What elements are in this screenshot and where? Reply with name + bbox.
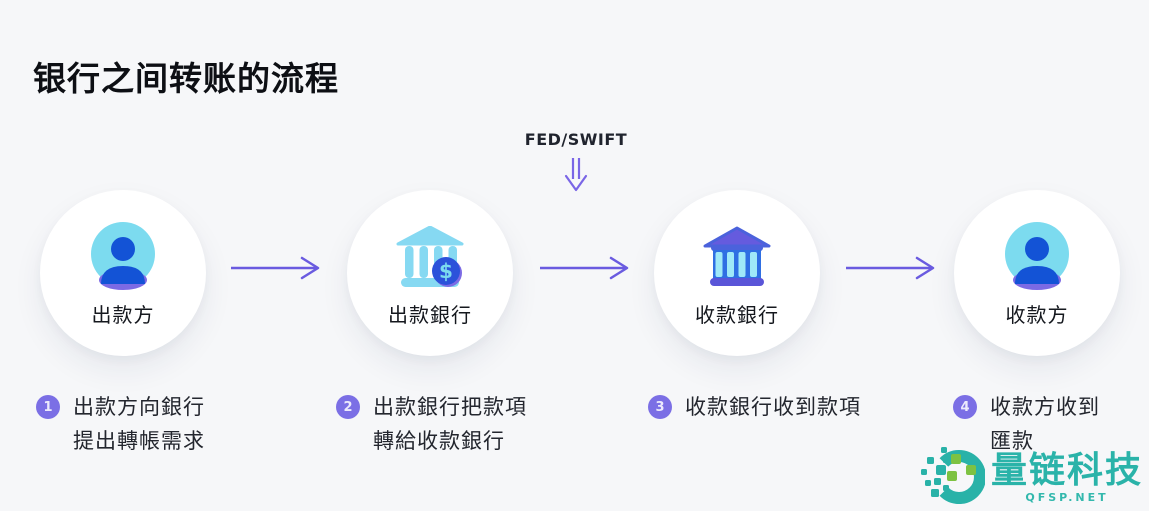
flow-node-label: 出款銀行 [388,303,472,327]
flow-arrow-icon [231,256,320,280]
flow-node-receiving-bank: 收款銀行 [654,190,820,356]
brand-domain: QFSP.NET [1025,491,1109,504]
svg-text:$: $ [439,259,453,283]
bank-dollar-icon: $ [394,225,466,294]
person-icon [1001,222,1073,296]
step-item-1: 1 出款方向銀行 提出轉帳需求 [36,390,205,458]
step-number: 1 [43,399,53,415]
step-text: 收款方收到 匯款 [990,390,1100,458]
step-item-2: 2 出款銀行把款項 轉給收款銀行 [336,390,527,458]
step-text: 出款銀行把款項 轉給收款銀行 [373,390,527,458]
flow-node-label: 收款銀行 [695,303,779,327]
step-text-line: 提出轉帳需求 [73,429,205,453]
flow-node-payee: 收款方 [954,190,1120,356]
step-text: 收款銀行收到款項 [685,390,861,424]
brand-name: 量链科技 [990,449,1143,491]
step-number-badge: 3 [648,395,672,419]
double-down-arrow-icon [564,158,588,192]
brand-logo: 量链科技 QFSP.NET [920,445,1143,509]
step-text: 出款方向銀行 提出轉帳需求 [73,390,205,458]
flow-node-label: 收款方 [1005,303,1069,327]
brand-logo-icon [920,447,985,504]
flow-node-payer: 出款方 [40,190,206,356]
step-number-badge: 2 [336,395,360,419]
bank-icon [701,226,773,294]
step-number-badge: 4 [953,395,977,419]
person-icon [87,222,159,296]
step-text-line: 收款銀行收到款項 [685,395,861,419]
step-number: 2 [343,399,353,415]
step-text-line: 出款方向銀行 [73,395,205,419]
step-text-line: 出款銀行把款項 [373,395,527,419]
step-number: 3 [655,399,665,415]
page-title: 银行之间转账的流程 [33,59,339,98]
flow-arrow-icon [846,256,935,280]
flow-arrow-icon [540,256,629,280]
step-text-line: 收款方收到 [990,395,1100,419]
step-text-line: 轉給收款銀行 [373,429,505,453]
fed-swift-label: FED/SWIFT [524,130,628,149]
fed-swift-connector: FED/SWIFT [500,130,652,193]
step-item-3: 3 收款銀行收到款項 [648,390,861,424]
step-text-line: 匯款 [990,429,1034,453]
step-number: 4 [960,399,970,415]
flow-node-label: 出款方 [91,303,155,327]
flow-node-sending-bank: $ 出款銀行 [347,190,513,356]
step-item-4: 4 收款方收到 匯款 [953,390,1100,458]
step-number-badge: 1 [36,395,60,419]
brand-text: 量链科技 QFSP.NET [991,450,1143,504]
